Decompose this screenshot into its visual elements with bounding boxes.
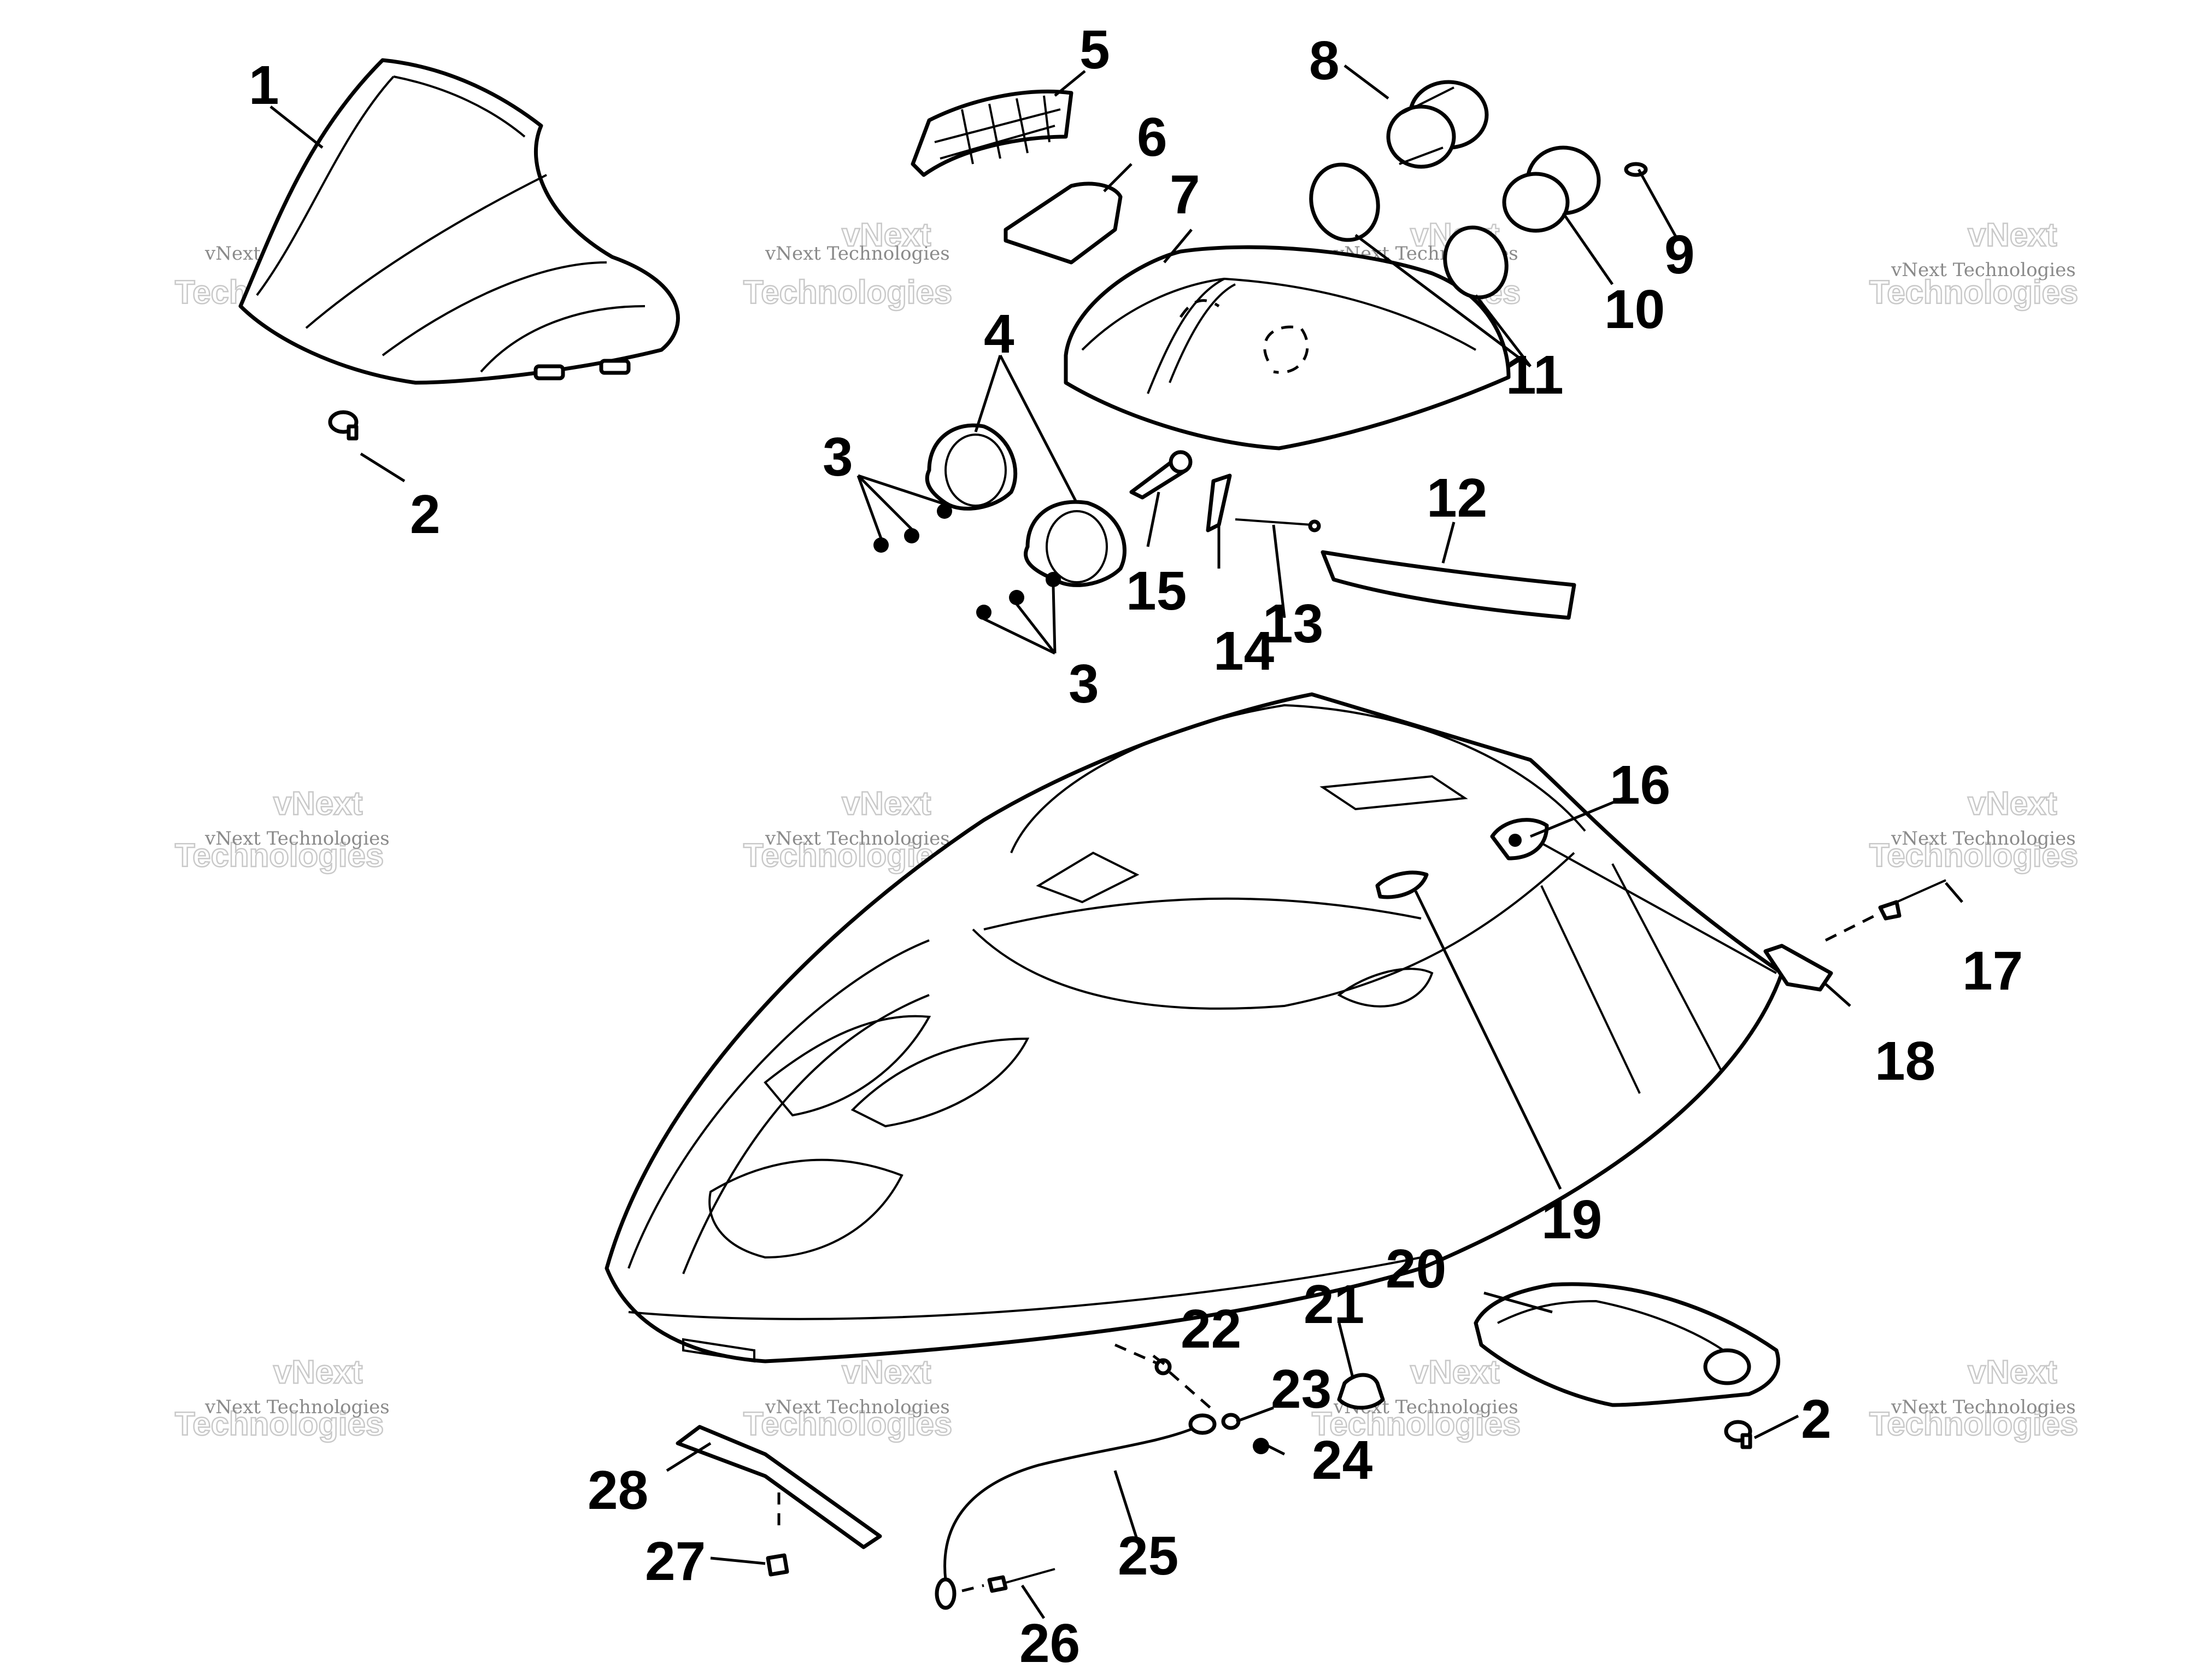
callout-25: 25 [1118,1525,1178,1587]
plate-part-28 [676,1425,882,1549]
watermark-big-2: Technologies [175,1406,384,1442]
watermark-big-2: Technologies [1312,1406,1521,1442]
push-rivet-part-2-bottom [1724,1420,1752,1449]
watermark-small: vNext Technologies [204,1396,390,1418]
leader-lines [269,65,1963,1619]
watermark-small: vNext Technologies [765,1396,950,1418]
callout-5: 5 [1079,19,1110,80]
lamp-housing-part-4a [925,423,1018,511]
screw-part-22 [1114,1343,1214,1412]
callout-18: 18 [1875,1031,1935,1092]
callout-23: 23 [1271,1359,1331,1420]
callout-3-bottom: 3 [1069,653,1099,715]
callouts: 1 2 2 3 3 4 5 6 7 8 9 10 11 12 13 14 15 … [249,19,2023,1674]
watermark-tc: vNext Technologies vNext Technologies [743,216,953,312]
watermark-big-2: Technologies [743,1406,952,1442]
wire-part-14 [1206,473,1232,532]
watermark-big-1: vNext [842,1354,931,1390]
watermark-big-2: Technologies [175,837,384,874]
latch-part-16 [1490,818,1549,861]
watermark-small: vNext Technologies [765,243,950,265]
watermark-big-1: vNext [273,1354,362,1390]
ring-part-11b [1443,225,1509,300]
console-part-7 [1064,245,1511,450]
bulb-part-15 [1129,450,1193,500]
gauge-part-8 [1386,80,1489,169]
callout-2-top: 2 [410,484,441,545]
lamp-housing-part-4b [1024,500,1126,587]
watermark-big-1: vNext [1968,216,2057,253]
watermark-small: vNext Technologies [765,828,950,850]
callout-27: 27 [645,1531,706,1592]
watermark-br2: vNext Technologies vNext Technologies [1869,1353,2079,1443]
watermark-big-1: vNext [1410,1354,1499,1390]
callout-8: 8 [1309,30,1340,91]
washer-part-23 [1221,1413,1241,1430]
clip-part-19 [1375,870,1429,899]
watermark-tr2: vNext Technologies vNext Technologies [1869,216,2079,312]
watermark-mc: vNext Technologies vNext Technologies [743,785,953,875]
callout-26: 26 [1019,1613,1080,1674]
watermark-big-1: vNext [1968,1354,2057,1390]
callout-13: 13 [1263,593,1323,654]
parts-group [238,58,1946,1610]
watermark-small: vNext Technologies [1891,259,2076,281]
fastener-part-9 [1624,162,1648,177]
callout-2-bottom: 2 [1801,1389,1832,1450]
callout-20: 20 [1386,1238,1446,1299]
callout-17: 17 [1962,940,2023,1002]
callout-9: 9 [1664,224,1695,285]
callout-16: 16 [1610,754,1670,816]
watermark-big-1: vNext [842,785,931,822]
vent-grille-part-5 [911,89,1073,177]
bolt-part-17 [1824,879,1946,942]
callout-1: 1 [249,55,279,116]
trim-strip-part-12 [1321,550,1576,620]
watermark-big-1: vNext [842,216,931,253]
watermark-ml: vNext Technologies vNext Technologies [174,785,390,875]
push-rivet-part-2-top [328,410,359,441]
bolt-part-27 [766,1492,789,1577]
bracket-part-18 [1763,944,1833,992]
watermark-bc: vNext Technologies vNext Technologies [743,1353,953,1443]
callout-4: 4 [984,303,1014,365]
callout-12: 12 [1427,467,1487,529]
watermark-big-2: Technologies [1869,1406,2078,1442]
rod-part-13 [1235,518,1321,532]
cover-part-20 [1474,1282,1780,1407]
nuts-part-3 [873,504,1061,620]
ring-part-11a [1309,162,1380,242]
watermark-bl: vNext Technologies vNext Technologies [174,1353,390,1443]
windshield-part-1 [238,58,680,385]
callout-22: 22 [1181,1298,1241,1360]
watermark-big-1: vNext [1968,785,2057,822]
watermark-small: vNext Technologies [1891,1396,2076,1418]
callout-6: 6 [1137,107,1167,168]
callout-15: 15 [1126,560,1187,622]
plate-part-6 [1004,182,1123,265]
callout-21: 21 [1304,1274,1364,1335]
watermark-small: vNext Technologies [204,828,390,850]
tether-cable-part-25 [935,1413,1217,1610]
callout-24: 24 [1312,1430,1373,1491]
callout-11: 11 [1506,344,1564,406]
callout-7: 7 [1170,164,1200,225]
callout-10: 10 [1604,279,1665,340]
watermark-big-1: vNext [273,785,362,822]
watermark-small: vNext Technologies [1891,828,2076,850]
screw-part-26 [961,1568,1055,1593]
watermark-big-2: Technologies [743,274,952,311]
watermark-big-2: Technologies [1869,837,2078,874]
nut-part-24 [1253,1438,1269,1454]
watermark-mr2: vNext Technologies vNext Technologies [1869,785,2079,875]
gauge-part-10 [1502,145,1601,233]
callout-28: 28 [588,1460,648,1521]
grommet-part-21 [1337,1373,1385,1410]
callout-19: 19 [1541,1189,1602,1250]
callout-14: 14 [1213,621,1275,682]
callout-3-left: 3 [823,426,853,488]
hood-body [605,692,1784,1363]
watermark-big-2: Technologies [1869,274,2078,311]
